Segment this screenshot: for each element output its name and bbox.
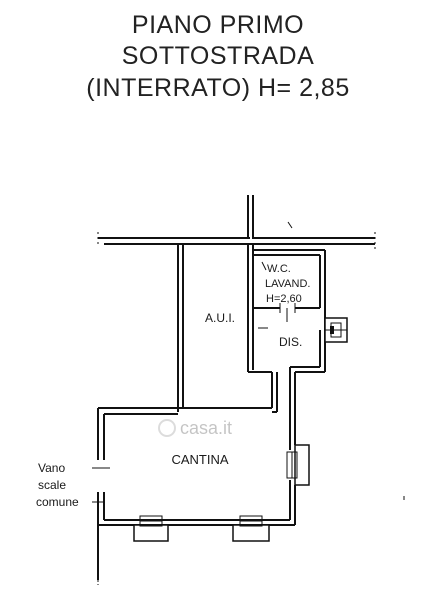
stairs-label-vano: Vano (38, 461, 65, 475)
top-exterior-walls (97, 195, 376, 252)
room-label-aui: A.U.I. (205, 311, 235, 325)
plan-title-floor: PIANO PRIMO (131, 11, 305, 39)
aui-room-walls (177, 244, 272, 412)
dis-window (324, 317, 348, 343)
watermark-text: casa.it (180, 418, 232, 438)
watermark-logo: casa.it (158, 418, 232, 438)
cantina-bottom-window-left (133, 515, 169, 542)
cantina-bottom-window-right (232, 515, 270, 542)
plan-title-level: SOTTOSTRADA (121, 42, 315, 70)
stairs-label-comune: comune (36, 495, 79, 509)
stairs-label-scale: scale (38, 478, 66, 492)
room-label-wc-height: H=2,60 (266, 293, 302, 305)
room-label-cantina: CANTINA (171, 452, 228, 467)
room-label-dis: DIS. (279, 335, 302, 349)
room-label-lavand: LAVAND. (265, 278, 310, 290)
wc-room-walls (253, 221, 326, 330)
dis-corridor-walls (247, 327, 326, 525)
cantina-right-window (286, 444, 310, 486)
plan-title-height: (INTERRATO) H= 2,85 (86, 74, 350, 102)
room-label-wc: W.C. (267, 263, 291, 275)
